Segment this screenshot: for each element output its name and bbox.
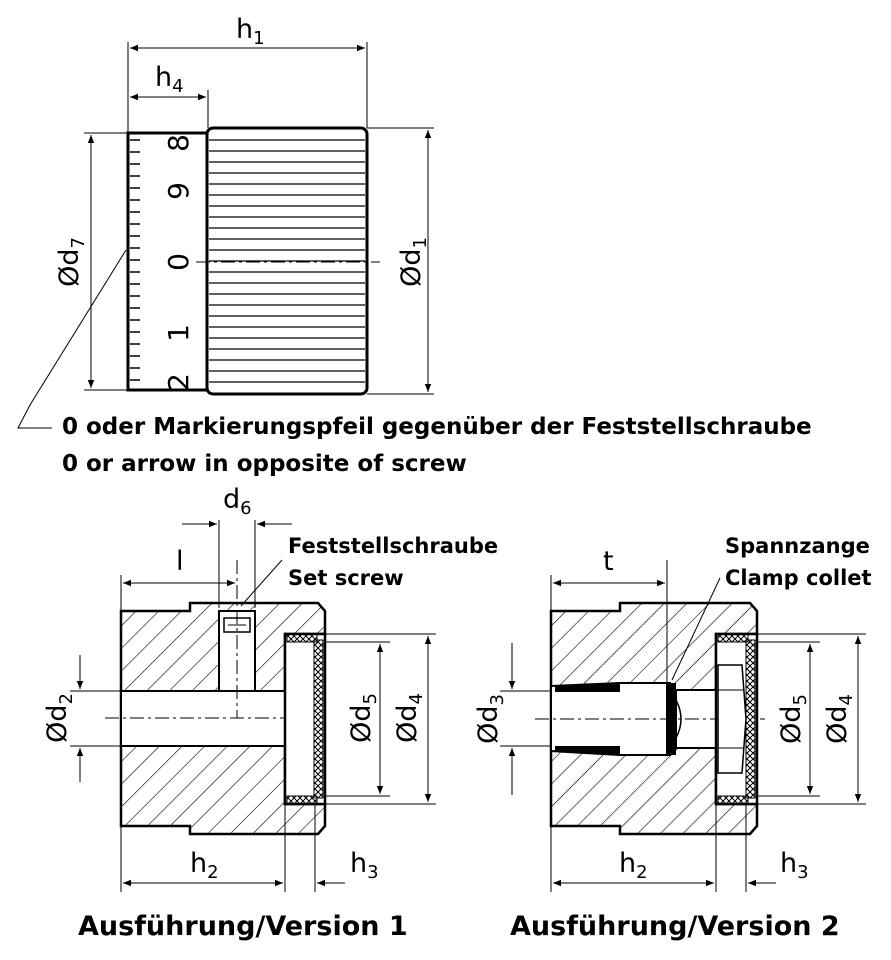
d7-label: Ød7 xyxy=(54,237,89,287)
v2-d5-label: Ød5 xyxy=(776,694,811,744)
v2-h2-label: h2 xyxy=(619,848,648,883)
v1-label-english: Set screw xyxy=(288,566,404,590)
v1-h2-label: h2 xyxy=(190,848,219,883)
dial-ring xyxy=(126,131,210,392)
v2-t-label: t xyxy=(603,546,614,577)
v1-d5-label: Ød5 xyxy=(346,693,381,743)
v1-d4-label: Ød4 xyxy=(392,693,427,743)
note-english: 0 or arrow in opposite of screw xyxy=(62,451,467,477)
h4-label: h4 xyxy=(155,62,184,97)
knurl-lines xyxy=(209,139,365,383)
version-2-section: t Spannzange Clamp collet Ød3 Ød5 Ød4 h2… xyxy=(473,534,872,942)
top-view: 8 9 0 1 2 h1 h4 Ød7 Ød1 0 oder Markierun… xyxy=(17,14,812,477)
scale-mark-9: 9 xyxy=(162,182,195,200)
v2-label-german: Spannzange xyxy=(725,534,870,558)
v2-d4-label: Ød4 xyxy=(822,694,857,744)
v2-label-english: Clamp collet xyxy=(725,566,872,590)
v2-hex-nut xyxy=(717,664,747,774)
d1-label: Ød1 xyxy=(396,237,431,287)
v2-caption: Ausführung/Version 2 xyxy=(510,911,840,942)
v1-d6-label: d6 xyxy=(223,484,252,519)
scale-ticks xyxy=(130,139,140,381)
v1-h3-label: h3 xyxy=(350,848,379,883)
v2-h3-label: h3 xyxy=(780,848,809,883)
note-leader xyxy=(17,249,127,429)
scale-mark-8: 8 xyxy=(162,134,195,152)
scale-mark-2: 2 xyxy=(162,373,195,391)
h1-label: h1 xyxy=(236,14,265,49)
v1-label-german: Feststellschraube xyxy=(288,534,498,558)
v1-caption: Ausführung/Version 1 xyxy=(78,911,408,942)
note-german: 0 oder Markierungspfeil gegenüber der Fe… xyxy=(62,414,812,440)
v2-d3-label: Ød3 xyxy=(473,694,508,744)
scale-mark-1: 1 xyxy=(162,324,195,342)
version-1-section: d6 l Feststellschraube Set screw Ød2 Ød5… xyxy=(42,484,498,942)
v1-l-label: l xyxy=(176,546,184,577)
scale-mark-0: 0 xyxy=(162,253,195,271)
v1-d2-label: Ød2 xyxy=(42,693,77,743)
